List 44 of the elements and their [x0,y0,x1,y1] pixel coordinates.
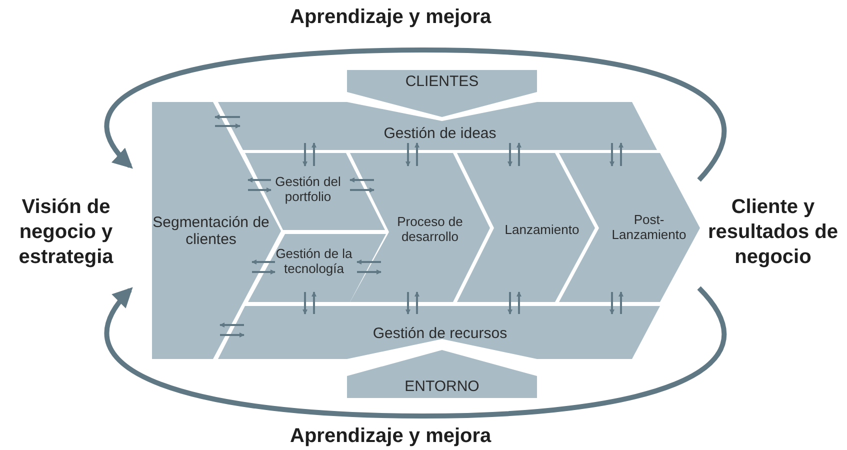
stage-label: Gestión de ideas [384,125,496,143]
exchange-arrow [214,114,240,120]
exchange-arrow [252,260,275,264]
edge-label: Aprendizaje y mejora [290,425,492,448]
exchange-arrow [252,270,276,274]
stage-label: Gestión del portfolio [274,175,342,205]
exchange-arrow [312,142,316,166]
stage-label: ENTORNO [404,378,480,396]
exchange-arrow [248,188,272,192]
exchange-arrow [406,292,410,314]
exchange-arrow [220,332,244,338]
stage-label: Gestión de recursos [372,325,508,343]
exchange-arrow [618,292,624,314]
stage-label: Gestión de la tecnología [274,247,354,277]
exchange-arrow [618,142,624,166]
exchange-arrow [610,143,614,166]
exchange-arrow [356,260,381,264]
exchange-arrow [508,292,512,314]
side-label: Cliente y resultados de negocio [706,194,840,270]
exchange-arrow [302,143,308,166]
cycle-arrow [105,286,726,418]
exchange-arrow [350,188,374,192]
exchange-arrow [357,270,382,274]
exchange-arrow [508,143,512,166]
cycle-arrow [105,48,726,182]
exchange-arrow [248,178,271,182]
stage-label: Segmentación de clientes [152,214,270,248]
exchange-arrow [414,292,420,314]
exchange-arrow [312,292,316,314]
stage-label: Post-Lanzamiento [610,213,688,243]
exchange-arrow [610,292,614,314]
edge-label: Aprendizaje y mejora [290,6,492,29]
exchange-arrow [414,142,420,166]
exchange-arrow [516,142,522,166]
stage-label: Lanzamiento [504,222,580,238]
stage-label: Proceso de desarrollo [396,215,464,245]
side-label: Visión de negocio y estrategia [18,194,114,270]
exchange-arrow [302,292,308,314]
exchange-arrow [215,124,240,128]
stage-label: CLIENTES [405,73,479,91]
exchange-arrow [516,292,522,314]
exchange-arrow [220,322,244,328]
exchange-arrow [406,143,410,166]
exchange-arrow [350,178,374,182]
